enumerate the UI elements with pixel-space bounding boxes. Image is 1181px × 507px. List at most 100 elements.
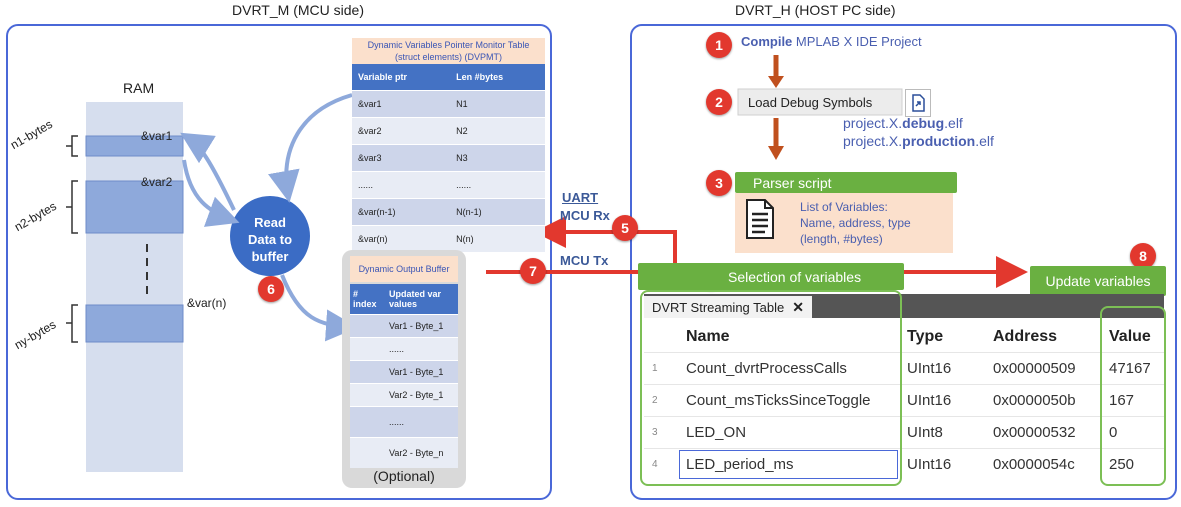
- parser-script-bar: Parser script: [735, 172, 957, 193]
- ram-title: RAM: [123, 80, 155, 96]
- dvpmt-cell: &var3: [352, 144, 451, 172]
- variable-name[interactable]: LED_period_ms: [678, 448, 899, 480]
- dvpmt-header: Variable ptr: [352, 64, 451, 91]
- read-data-line2: Data to: [247, 232, 293, 247]
- file-production-elf: project.X.production.elf: [843, 133, 994, 149]
- dvpmt-cell: &var1: [352, 90, 451, 118]
- file2-post: .elf: [975, 133, 994, 149]
- variable-address: 0x00000509: [985, 352, 1101, 385]
- dynamic-output-buffer: Dynamic Output Buffer # index Updated va…: [342, 250, 466, 488]
- read-data-line1: Read: [254, 215, 286, 230]
- variable-type: UInt16: [899, 448, 985, 480]
- column-header: Address: [993, 328, 1058, 345]
- variable-address: 0x0000054c: [985, 448, 1101, 480]
- close-icon[interactable]: ✕: [792, 298, 804, 315]
- dob-cell: Var1 - Byte_1: [386, 314, 458, 338]
- ram-label-var1: &var1: [141, 129, 173, 143]
- dvpmt-cell: N3: [450, 144, 545, 172]
- variable-name: Count_dvrtProcessCalls: [678, 352, 899, 385]
- dob-header: # index: [350, 284, 386, 315]
- load-debug-symbols-button[interactable]: Load Debug Symbols: [748, 95, 873, 110]
- tab-dvrt-streaming-table[interactable]: DVRT Streaming Table ✕: [644, 296, 812, 318]
- file-debug-elf: project.X.debug.elf: [843, 115, 963, 131]
- selection-of-variables-bar: Selection of variables: [638, 263, 904, 290]
- dob-cell: Var1 - Byte_1: [386, 360, 458, 384]
- document-icon: [745, 198, 775, 245]
- table-row: &var(n)N(n): [352, 225, 545, 252]
- parser-desc-line: Name, address, type: [800, 216, 911, 230]
- table-row: Var1 - Byte_1: [350, 360, 458, 384]
- variable-name: LED_ON: [678, 416, 899, 449]
- variable-value: 0: [1101, 416, 1164, 449]
- ram-label-var2: &var2: [141, 175, 173, 189]
- dvpmt-cell: N(n): [450, 225, 545, 252]
- dvpmt-caption: Dynamic Variables Pointer Monitor Table …: [352, 38, 545, 64]
- selection-highlight: [640, 290, 902, 486]
- table-row: &var(n-1)N(n-1): [352, 198, 545, 226]
- ram-label-varn: &var(n): [187, 296, 227, 310]
- row-index: 4: [644, 448, 678, 480]
- variable-type: UInt16: [899, 384, 985, 417]
- dvpmt-table: Dynamic Variables Pointer Monitor Table …: [352, 38, 545, 252]
- table-row: ......: [350, 337, 458, 361]
- update-variables-bar: Update variables: [1030, 266, 1166, 296]
- variable-value: 250: [1101, 448, 1164, 480]
- dvpmt-cell: N1: [450, 90, 545, 118]
- parser-desc-line: (length, #bytes): [800, 232, 883, 246]
- read-data-label: Read Data to buffer: [230, 214, 310, 265]
- dob-optional-label: (Optional): [373, 468, 435, 484]
- file1-post: .elf: [944, 115, 963, 131]
- variable-type: UInt8: [899, 416, 985, 449]
- read-data-line3: buffer: [251, 249, 289, 264]
- step-badge-8: 8: [1130, 243, 1156, 269]
- dob-caption: Dynamic Output Buffer: [350, 256, 458, 282]
- row-index: 3: [644, 416, 678, 449]
- column-header: Type: [907, 328, 944, 345]
- dvpmt-cell: ......: [352, 171, 451, 199]
- dob-header: Updated var values: [386, 284, 458, 315]
- dob-cell: ......: [386, 406, 458, 438]
- dvpmt-cell: &var2: [352, 117, 451, 145]
- table-row[interactable]: 4 LED_period_ms UInt16 0x0000054c 250: [644, 448, 1164, 480]
- dvpmt-header: Len #bytes: [450, 64, 545, 91]
- table-row: Var2 - Byte_n: [350, 437, 458, 468]
- dob-cell: Var2 - Byte_1: [386, 383, 458, 407]
- table-row: ............: [352, 171, 545, 199]
- step-badge-1: 1: [706, 32, 732, 58]
- host-panel-title: DVRT_H (HOST PC side): [735, 2, 896, 18]
- mcu-rx-label: MCU Rx: [560, 208, 610, 223]
- tab-strip: DVRT Streaming Table ✕: [644, 294, 1164, 318]
- file1-bold: debug: [902, 115, 945, 131]
- file2-bold: production: [902, 133, 976, 149]
- compile-bold: Compile: [741, 34, 793, 49]
- dvrt-streaming-table: DVRT Streaming Table ✕ Name Type Address…: [644, 294, 1164, 482]
- uart-label: UART: [562, 190, 599, 205]
- dvpmt-cell: &var(n-1): [352, 198, 451, 226]
- table-row: ......: [350, 406, 458, 438]
- file2-pre: project.X.: [843, 133, 903, 149]
- table-row[interactable]: 3 LED_ON UInt8 0x00000532 0: [644, 416, 1164, 449]
- row-index: 2: [644, 384, 678, 417]
- step-badge-5: 5: [612, 215, 638, 241]
- dvpmt-cell: N(n-1): [450, 198, 545, 226]
- step-badge-2: 2: [706, 89, 732, 115]
- variable-type: UInt16: [899, 352, 985, 385]
- dob-cell: Var2 - Byte_n: [386, 437, 458, 468]
- table-row[interactable]: 2 Count_msTicksSinceToggle UInt16 0x0000…: [644, 384, 1164, 417]
- column-header: Value: [1109, 328, 1151, 345]
- variable-value: 167: [1101, 384, 1164, 417]
- table-row[interactable]: 1 Count_dvrtProcessCalls UInt16 0x000005…: [644, 352, 1164, 385]
- table-row: Var1 - Byte_1: [350, 314, 458, 338]
- dvpmt-cell: N2: [450, 117, 545, 145]
- dvpmt-cell: &var(n): [352, 225, 451, 252]
- tab-label: DVRT Streaming Table: [652, 299, 785, 315]
- variable-address: 0x00000532: [985, 416, 1101, 449]
- compile-rest: MPLAB X IDE Project: [792, 34, 922, 49]
- row-index: 1: [644, 352, 678, 385]
- step-badge-6: 6: [258, 276, 284, 302]
- load-file-icon[interactable]: [905, 89, 931, 117]
- mcu-panel-title: DVRT_M (MCU side): [232, 2, 364, 18]
